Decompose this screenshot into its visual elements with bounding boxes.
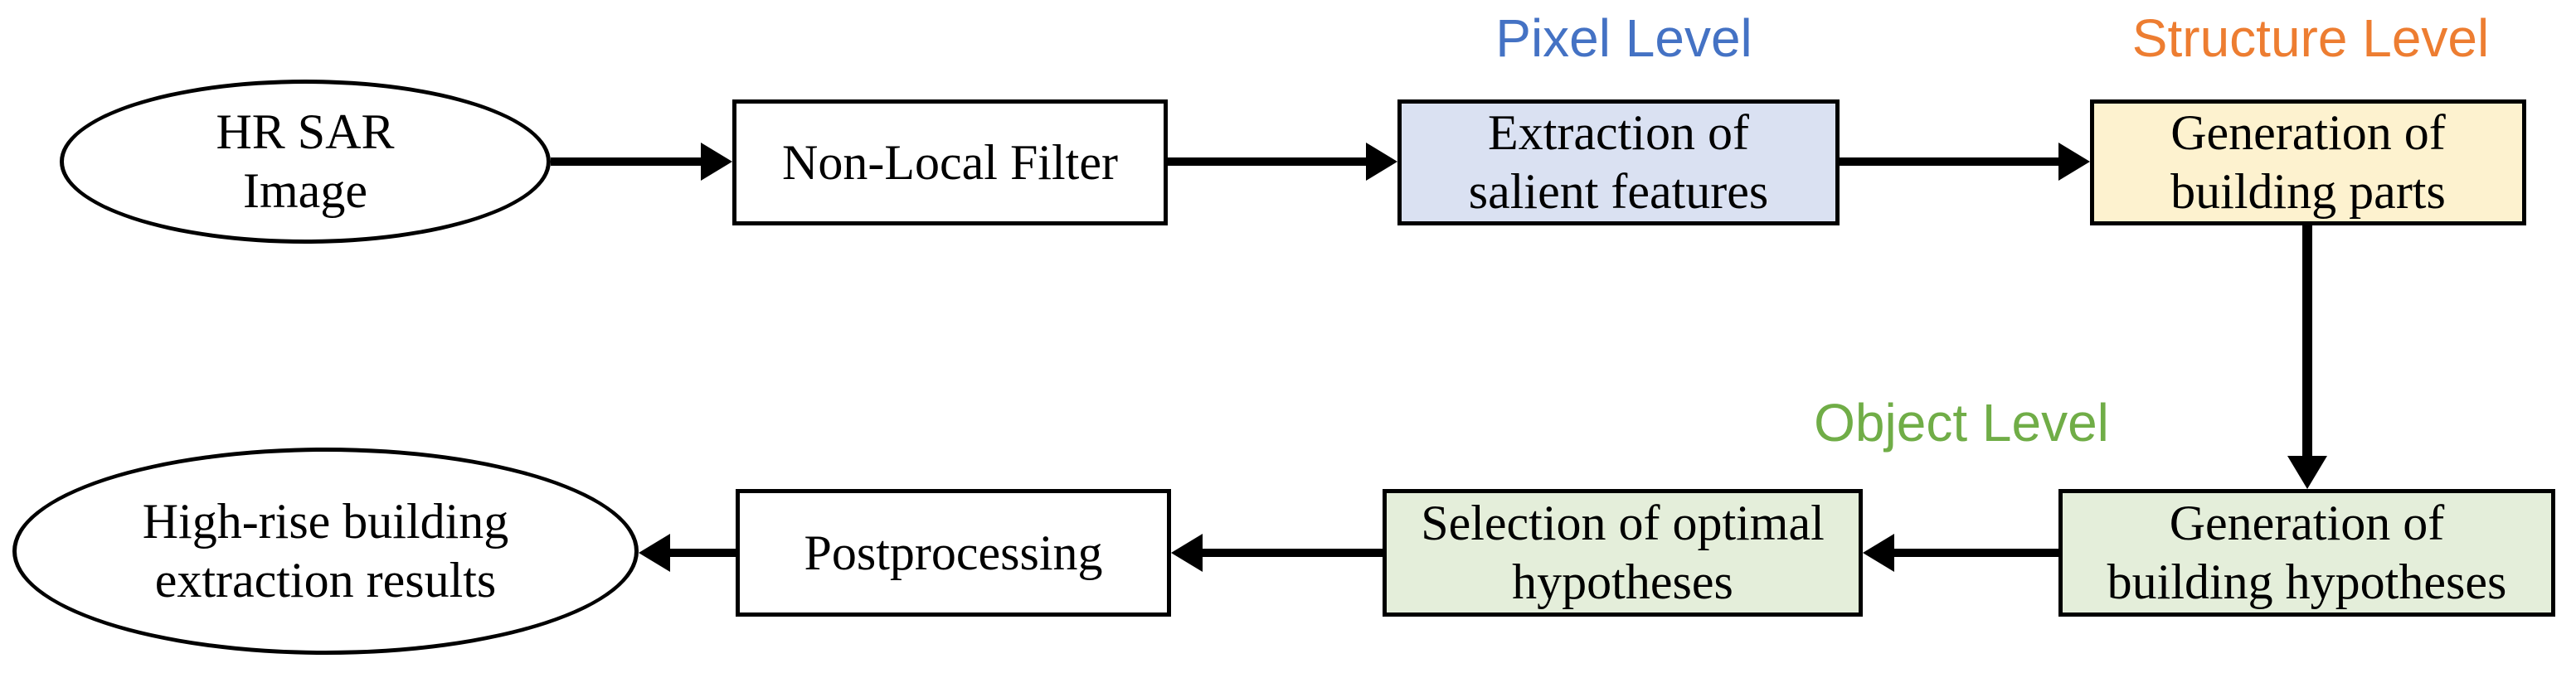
structure-level-label: Structure Level [2131, 8, 2490, 68]
node-high-rise-building-extraction-results: High-rise building extraction results [12, 448, 639, 655]
node-non-local-filter: Non-Local Filter [732, 99, 1168, 225]
node-extraction-of-salient-features: Extraction of salient features [1397, 99, 1840, 225]
node-generation-of-building-parts: Generation of building parts [2090, 99, 2526, 225]
node-generation-of-building-hypotheses: Generation of building hypotheses [2058, 489, 2555, 617]
node-hr-sar-image: HR SAR Image [60, 80, 551, 244]
object-level-label: Object Level [1814, 393, 2109, 453]
node-selection-of-optimal-hypotheses: Selection of optimal hypotheses [1383, 489, 1863, 617]
pixel-level-label: Pixel Level [1495, 8, 1752, 68]
node-postprocessing: Postprocessing [736, 489, 1171, 617]
